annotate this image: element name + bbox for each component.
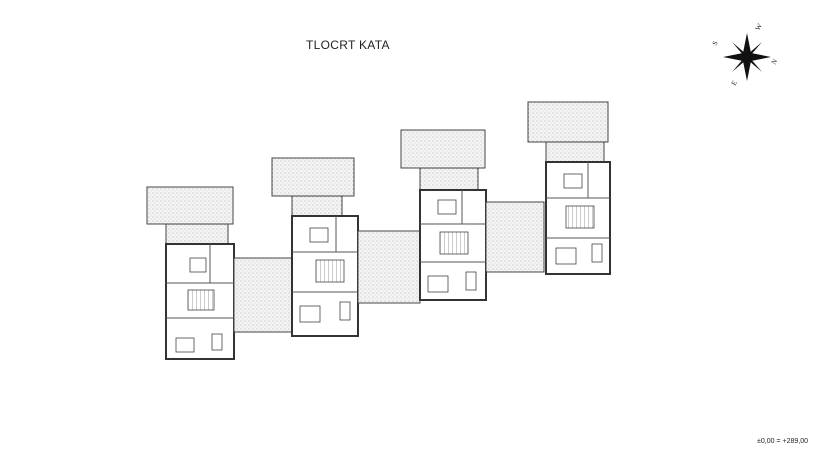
bed bbox=[563, 173, 583, 189]
bed bbox=[189, 257, 207, 273]
unit-4 bbox=[527, 101, 611, 275]
terrace bbox=[400, 129, 486, 169]
bed bbox=[309, 227, 329, 243]
unit-3 bbox=[400, 129, 545, 301]
staircase bbox=[439, 231, 469, 255]
bed bbox=[175, 337, 195, 353]
terrace bbox=[271, 157, 355, 197]
staircase bbox=[565, 205, 595, 229]
side-terrace bbox=[485, 201, 545, 273]
balcony bbox=[419, 167, 479, 191]
staircase bbox=[315, 259, 345, 283]
bathroom-fixture bbox=[339, 301, 351, 321]
terrace bbox=[527, 101, 609, 143]
bed bbox=[555, 247, 577, 265]
compass-label-s: S bbox=[711, 40, 720, 47]
compass-label-e: E bbox=[730, 79, 739, 87]
balcony bbox=[291, 195, 343, 217]
bathroom-fixture bbox=[211, 333, 223, 351]
side-terrace bbox=[233, 257, 297, 333]
compass-rose-icon: S N E W bbox=[711, 22, 779, 87]
compass-label-w: W bbox=[754, 22, 764, 32]
compass-label-n: N bbox=[770, 58, 779, 66]
balcony bbox=[545, 141, 605, 163]
terrace bbox=[146, 186, 234, 225]
unit-1 bbox=[146, 186, 297, 360]
bed bbox=[299, 305, 321, 323]
bathroom-fixture bbox=[465, 271, 477, 291]
elevation-note: ±0,00 = +289,00 bbox=[757, 438, 808, 445]
staircase bbox=[187, 289, 215, 311]
side-terrace bbox=[357, 230, 421, 304]
balcony bbox=[165, 223, 229, 245]
bathroom-fixture bbox=[591, 243, 603, 263]
unit-2 bbox=[271, 157, 421, 337]
bed bbox=[437, 199, 457, 215]
drawing-title: TLOCRT KATA bbox=[306, 38, 390, 52]
bed bbox=[427, 275, 449, 293]
